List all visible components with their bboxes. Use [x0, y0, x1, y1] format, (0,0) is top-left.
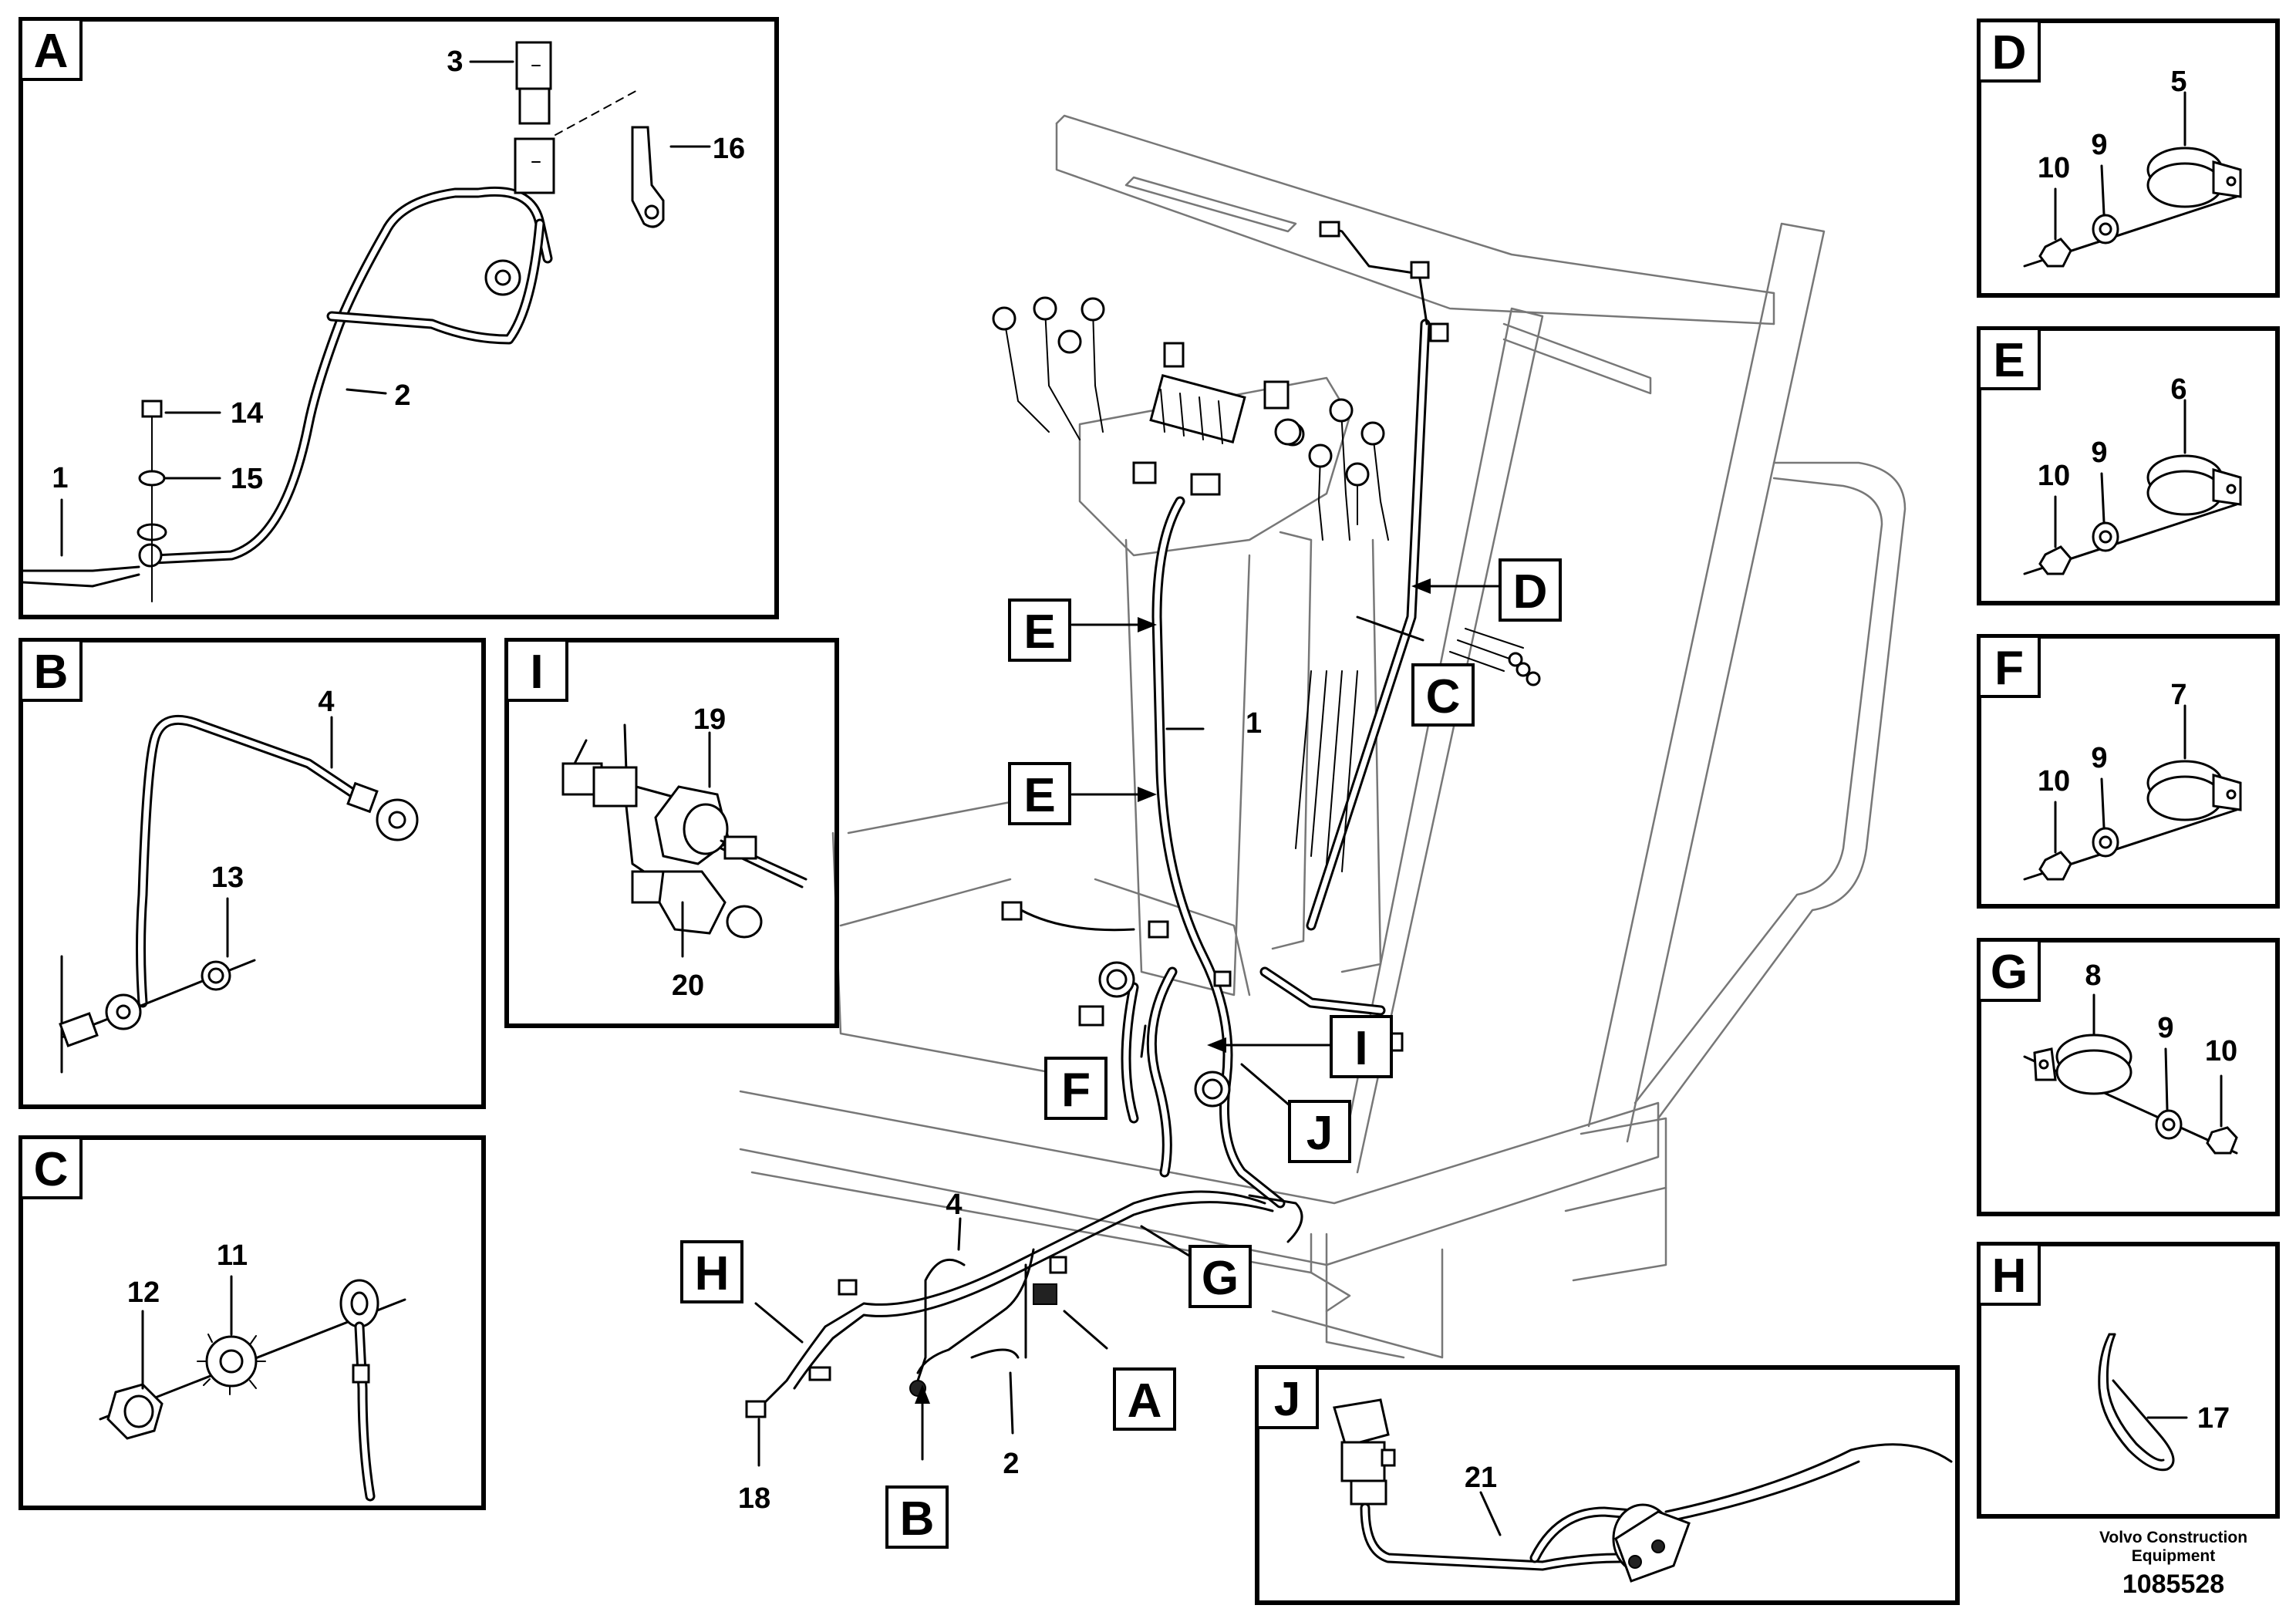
callout-I: I — [1330, 1015, 1393, 1078]
main-item-numbers: 1 2 4 18 — [738, 707, 1262, 1515]
item-9: 9 — [2091, 437, 2107, 469]
callout-B: B — [885, 1485, 949, 1549]
svg-text:G: G — [1991, 946, 2028, 999]
item-21: 21 — [1465, 1462, 1497, 1494]
callout-C: C — [1411, 663, 1475, 727]
callout-E-upper: E — [1008, 599, 1071, 662]
main-view: E E D C F I J — [680, 114, 1907, 1549]
item-9: 9 — [2157, 1012, 2173, 1044]
callout-H: H — [680, 1240, 743, 1303]
item-1: 1 — [1246, 707, 1262, 740]
callout-leaders — [754, 578, 1502, 1467]
detail-E: E 6 10 9 — [1977, 326, 2280, 605]
console-connector-icons — [1132, 342, 1302, 496]
svg-text:E: E — [1023, 769, 1055, 822]
item-10: 10 — [2038, 460, 2070, 492]
svg-text:C: C — [1426, 670, 1461, 723]
svg-text:C: C — [34, 1143, 69, 1196]
item-10: 10 — [2038, 152, 2070, 184]
item-19: 19 — [693, 703, 726, 736]
item-9: 9 — [2091, 742, 2107, 774]
detail-J: J 21 — [1255, 1365, 1960, 1605]
brand-line-1: Volvo Construction — [2099, 1529, 2247, 1546]
detail-I: I 19 20 — [504, 638, 839, 1028]
svg-text:B: B — [900, 1492, 935, 1546]
item-5: 5 — [2170, 66, 2186, 98]
item-15: 15 — [231, 463, 263, 495]
item-1: 1 — [52, 462, 68, 494]
callout-J: J — [1288, 1100, 1351, 1163]
item-4: 4 — [318, 686, 334, 718]
detail-D: D 5 10 9 — [1977, 19, 2280, 298]
item-6: 6 — [2170, 373, 2186, 406]
svg-text:E: E — [1993, 334, 2025, 387]
item-9: 9 — [2091, 129, 2107, 161]
document-number: 1085528 — [2122, 1570, 2224, 1599]
item-8: 8 — [2085, 959, 2101, 992]
svg-text:A: A — [1128, 1374, 1162, 1428]
figure-footer: Volvo Construction Equipment 1085528 — [2099, 1529, 2247, 1599]
svg-text:H: H — [695, 1247, 730, 1300]
svg-text:E: E — [1023, 605, 1055, 659]
svg-text:F: F — [1994, 642, 2024, 695]
item-10: 10 — [2038, 765, 2070, 798]
item-18: 18 — [738, 1482, 770, 1515]
svg-text:A: A — [34, 25, 69, 78]
callout-E-lower: E — [1008, 762, 1071, 825]
detail-C: C 12 11 — [19, 1135, 486, 1510]
harness-cable-1 — [1121, 221, 1541, 1209]
item-3: 3 — [447, 46, 463, 78]
svg-text:G: G — [1202, 1252, 1239, 1305]
item-10: 10 — [2205, 1035, 2237, 1067]
item-20: 20 — [672, 969, 704, 1002]
item-13: 13 — [211, 862, 244, 894]
item-17: 17 — [2197, 1402, 2230, 1435]
item-11: 11 — [217, 1239, 248, 1272]
svg-text:I: I — [1354, 1022, 1367, 1075]
item-2: 2 — [1003, 1448, 1019, 1480]
detail-B: B 4 13 — [19, 638, 486, 1109]
detail-H: H 17 — [1977, 1242, 2280, 1519]
callout-letters: E E D C F I J — [680, 558, 1562, 1549]
item-12: 12 — [127, 1276, 160, 1309]
svg-text:I: I — [530, 646, 543, 699]
detail-G: G 8 9 10 — [1977, 938, 2280, 1216]
svg-text:D: D — [1992, 26, 2027, 79]
item-7: 7 — [2170, 679, 2186, 711]
brand-line-2: Equipment — [2132, 1547, 2216, 1565]
item-4: 4 — [946, 1189, 962, 1221]
detail-A: A 3 16 2 14 15 1 — [19, 17, 779, 619]
svg-text:F: F — [1061, 1064, 1091, 1117]
svg-text:D: D — [1513, 565, 1548, 619]
bottom-harness-cable — [745, 1190, 1303, 1418]
svg-text:J: J — [1274, 1373, 1300, 1426]
svg-text:J: J — [1306, 1107, 1333, 1160]
callout-A: A — [1113, 1367, 1176, 1431]
item-16: 16 — [713, 133, 745, 165]
cab-frame-outline — [739, 114, 1907, 1359]
callout-F: F — [1044, 1057, 1108, 1120]
svg-text:H: H — [1992, 1249, 2027, 1303]
mid-connector-icons — [1001, 901, 1404, 1108]
detail-F: F 7 10 9 — [1977, 634, 2280, 909]
callout-G: G — [1188, 1245, 1252, 1308]
item-2: 2 — [394, 379, 410, 412]
callout-D: D — [1499, 558, 1562, 622]
svg-text:B: B — [34, 646, 69, 699]
item-14: 14 — [231, 397, 263, 430]
